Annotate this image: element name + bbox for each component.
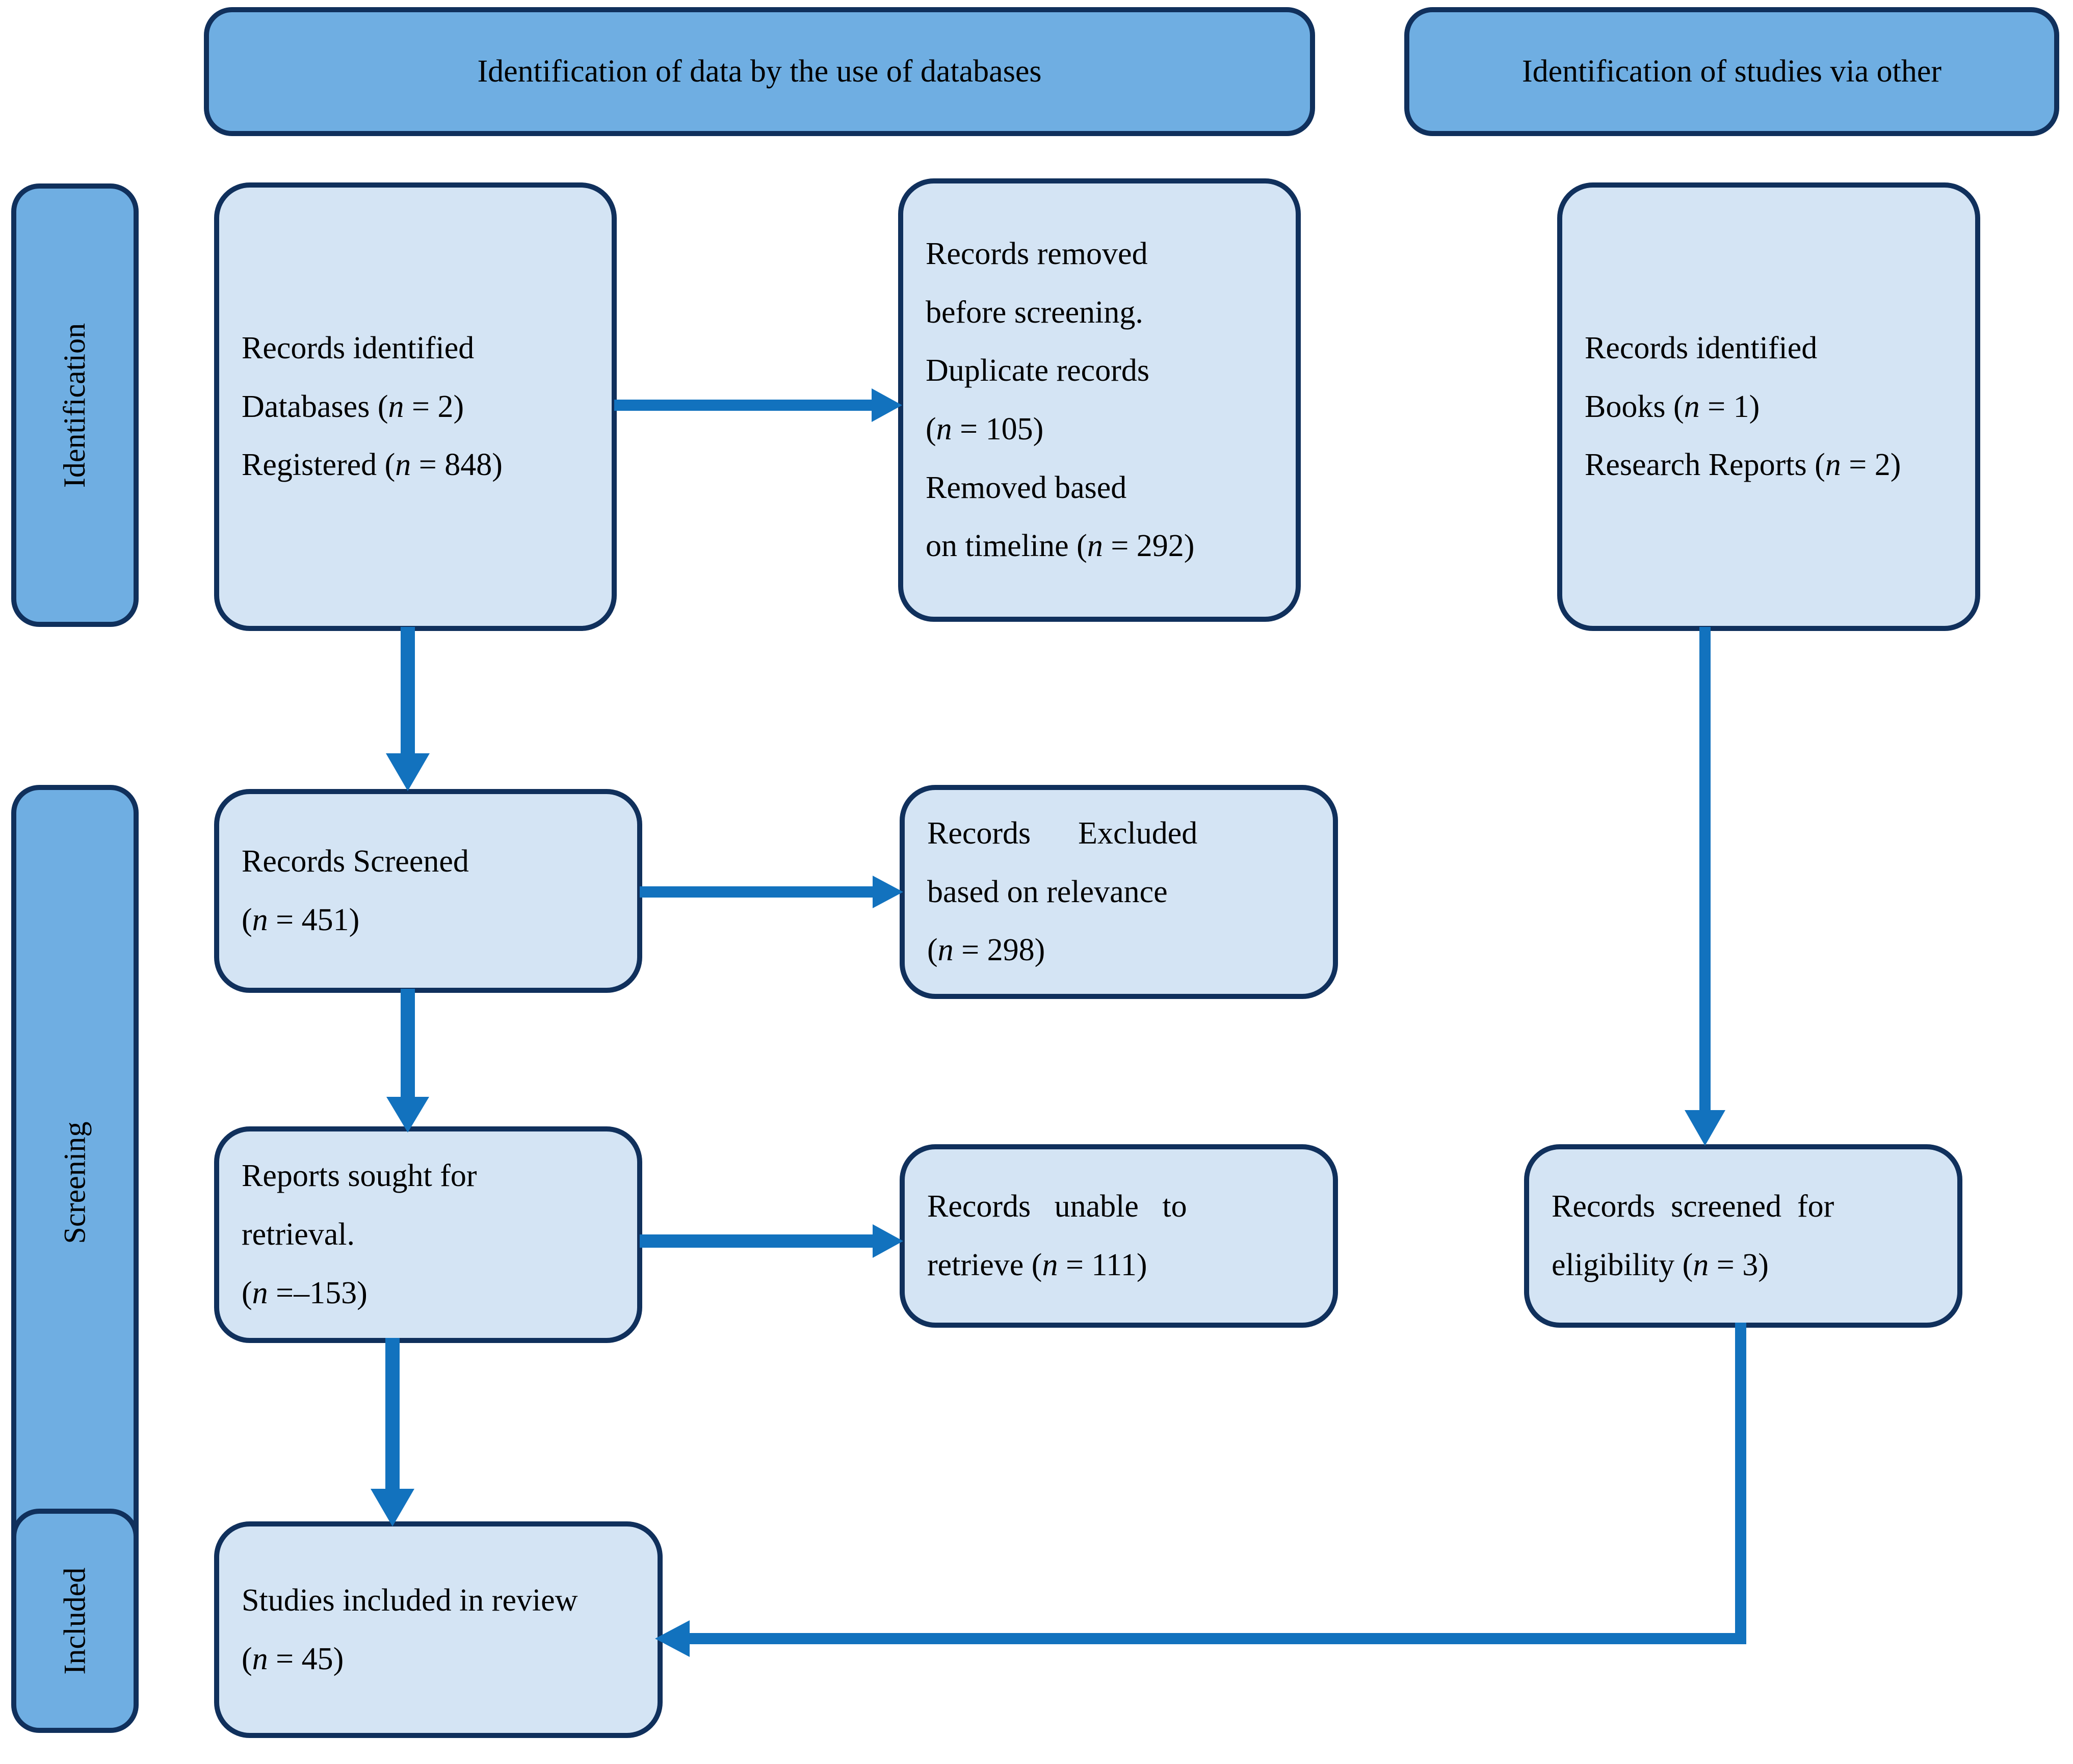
node-records-screened-for-eligibility: Records screened for eligibility (n = 3) <box>1524 1144 1962 1328</box>
node-records-identified-databases: Records identified Databases (n = 2) Reg… <box>214 182 617 631</box>
connector-screened-to-sought <box>372 989 443 1137</box>
connector-sought-to-included <box>357 1338 428 1532</box>
stage-label-included: Included <box>11 1509 139 1733</box>
node-records-identified-other: Records identified Books (n = 1) Researc… <box>1557 182 1980 631</box>
stage-label-screening-text: Screening <box>58 1121 92 1244</box>
node-records-screened: Records Screened (n = 451) <box>214 789 642 993</box>
node-reports-sought: Reports sought for retrieval. (n =–153) <box>214 1126 642 1343</box>
stage-label-screening: Screening <box>11 785 139 1580</box>
connector-identified-to-screened <box>372 627 443 795</box>
node-records-excluded: Records Excluded based on relevance (n =… <box>900 785 1338 999</box>
node-line: Records identified <box>242 330 475 365</box>
stage-label-identification: Identification <box>11 183 139 627</box>
connector-eligibility-to-included <box>629 1323 1776 1695</box>
banner-databases: Identification of data by the use of dat… <box>204 7 1315 136</box>
connector-other-to-eligibility <box>1669 627 1741 1152</box>
node-line: (n = 298) <box>927 933 1045 968</box>
stage-label-identification-text: Identification <box>58 323 92 488</box>
stage-label-included-text: Included <box>58 1567 92 1674</box>
banner-databases-label: Identification of data by the use of dat… <box>477 54 1042 89</box>
node-line: Databases (n = 2) <box>242 389 464 424</box>
node-line: Records screened for <box>1552 1189 1834 1224</box>
node-line: retrieve (n = 111) <box>927 1248 1147 1282</box>
node-records-unable-to-retrieve: Records unable to retrieve (n = 111) <box>900 1144 1338 1328</box>
connector-screened-to-excluded <box>640 861 910 923</box>
node-line: on timeline (n = 292) <box>926 529 1195 564</box>
node-line: eligibility (n = 3) <box>1552 1248 1769 1282</box>
node-line: Studies included in review <box>242 1583 578 1618</box>
node-line: retrieval. <box>242 1217 355 1252</box>
node-line: Books (n = 1) <box>1585 389 1760 424</box>
node-line: before screening. <box>926 295 1143 330</box>
node-line: Removed based <box>926 470 1127 505</box>
node-line: (n = 105) <box>926 412 1044 446</box>
node-line: Registered (n = 848) <box>242 447 503 483</box>
node-line: based on relevance <box>927 874 1168 909</box>
node-line: (n =–153) <box>242 1275 368 1310</box>
node-studies-included: Studies included in review (n = 45) <box>214 1521 663 1738</box>
banner-other-sources: Identification of studies via other <box>1404 7 2059 136</box>
banner-other-sources-label: Identification of studies via other <box>1522 54 1941 89</box>
node-line: Reports sought for <box>242 1159 477 1194</box>
node-line: Records Excluded <box>927 815 1198 851</box>
node-line: Research Reports (n = 2) <box>1585 447 1901 483</box>
connector-identified-to-removed <box>614 375 910 436</box>
node-line: Records unable to <box>927 1189 1187 1224</box>
node-line: (n = 451) <box>242 903 360 937</box>
node-line: (n = 45) <box>242 1641 344 1676</box>
node-line: Records identified <box>1585 330 1818 365</box>
node-line: Records Screened <box>242 844 469 879</box>
node-line: Duplicate records <box>926 353 1149 388</box>
connector-sought-to-unable <box>640 1210 910 1272</box>
node-line: Records removed <box>926 236 1148 271</box>
node-records-removed: Records removed before screening. Duplic… <box>898 178 1301 622</box>
